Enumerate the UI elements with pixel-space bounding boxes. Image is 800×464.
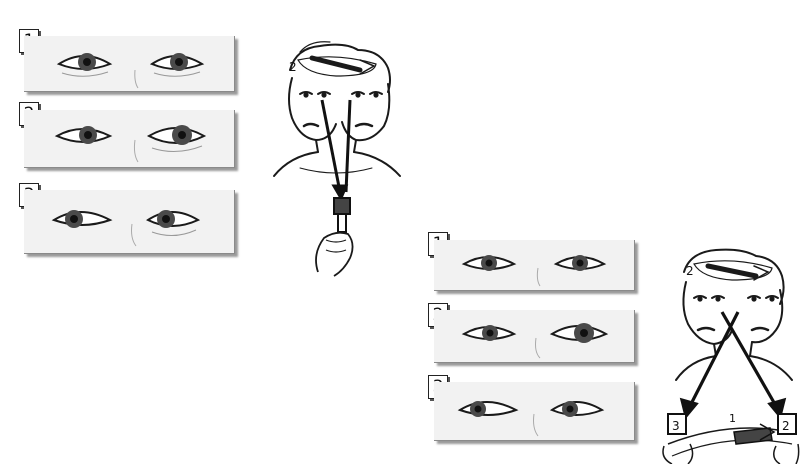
right-eye xyxy=(549,323,609,343)
eyes-step-3 xyxy=(457,401,605,437)
eye-panel-3 xyxy=(24,190,235,254)
left-eye xyxy=(56,53,113,77)
eyes-step-1 xyxy=(461,255,607,287)
target-right-label: 2 xyxy=(782,419,790,433)
gaze-arrows-top xyxy=(320,99,352,202)
patient-figure-bottom xyxy=(675,248,793,381)
flashlight-hand-top xyxy=(315,197,354,277)
nose-line xyxy=(131,223,137,247)
table-marker: 1 xyxy=(729,412,736,425)
head-marker-bottom: 2 xyxy=(686,264,694,278)
eyes-step-2 xyxy=(54,125,207,163)
nose-line xyxy=(533,413,539,437)
eye-panel-2 xyxy=(24,110,235,168)
eye-panel-1 xyxy=(24,36,235,92)
eye-panel-1 xyxy=(434,240,635,291)
right-eye xyxy=(149,53,205,77)
target-right xyxy=(773,413,800,464)
nose-line xyxy=(536,267,541,287)
nose-line xyxy=(535,337,541,359)
gaze-arrows-bottom xyxy=(679,311,787,420)
right-eye xyxy=(549,401,605,417)
nose-line xyxy=(134,69,139,89)
patient-figure-top xyxy=(273,41,401,177)
left-eye xyxy=(461,325,517,341)
eyes-step-2 xyxy=(461,323,609,359)
table-bottom xyxy=(667,423,793,457)
left-eye xyxy=(54,126,113,144)
nose-line xyxy=(133,139,139,163)
left-eye xyxy=(461,255,517,271)
left-eye xyxy=(51,210,113,228)
eyes-step-1 xyxy=(56,53,205,89)
right-eye xyxy=(553,255,607,271)
left-eye xyxy=(457,401,519,417)
right-eye xyxy=(146,210,201,236)
target-left xyxy=(662,413,694,464)
target-left-label: 3 xyxy=(672,419,680,433)
right-eye xyxy=(146,125,207,152)
head-marker-top: 2 xyxy=(289,60,297,74)
eye-panel-2 xyxy=(434,310,635,363)
eye-panel-3 xyxy=(434,382,635,441)
eyes-step-3 xyxy=(51,210,201,247)
